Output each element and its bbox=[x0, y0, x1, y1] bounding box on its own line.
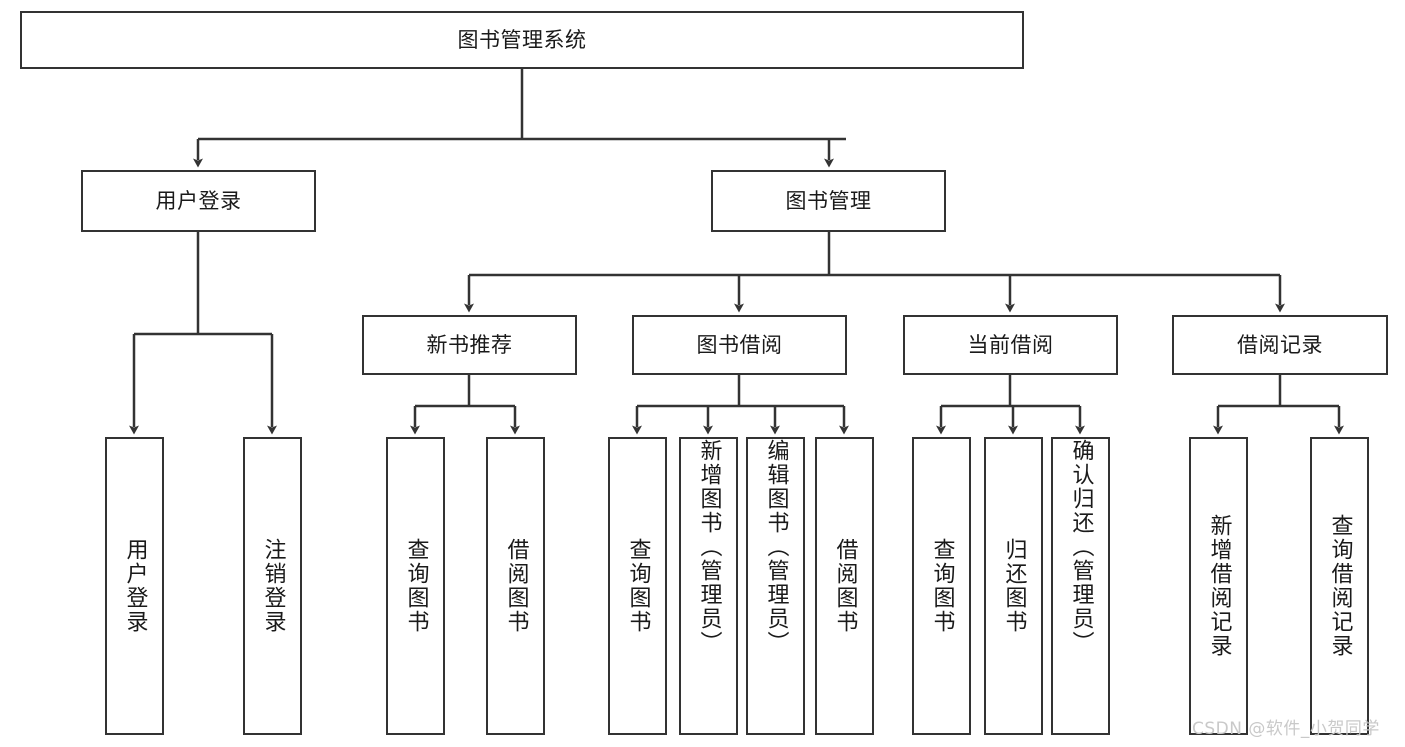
node-borrow-record[interactable]: 借阅记录 bbox=[1172, 315, 1388, 375]
node-new-book-recommend-label: 新书推荐 bbox=[426, 332, 513, 357]
node-user-login[interactable]: 用户登录 bbox=[81, 170, 316, 232]
node-leaf-user-login-label: 用户登录 bbox=[122, 538, 148, 634]
node-leaf-borrow-book-rec-label: 借阅图书 bbox=[503, 538, 529, 634]
node-new-book-recommend[interactable]: 新书推荐 bbox=[362, 315, 577, 375]
node-leaf-query-book-borrow[interactable]: 查询图书 bbox=[608, 437, 667, 735]
node-root[interactable]: 图书管理系统 bbox=[20, 11, 1024, 69]
node-leaf-confirm-return[interactable]: 确认归还（管理员） bbox=[1051, 437, 1110, 735]
node-leaf-confirm-return-label: 确认归还（管理员） bbox=[1068, 439, 1094, 655]
node-current-borrow[interactable]: 当前借阅 bbox=[903, 315, 1118, 375]
node-user-login-label: 用户登录 bbox=[155, 188, 242, 213]
node-leaf-logout[interactable]: 注销登录 bbox=[243, 437, 302, 735]
node-root-label: 图书管理系统 bbox=[457, 27, 587, 52]
node-leaf-add-book[interactable]: 新增图书（管理员） bbox=[679, 437, 738, 735]
node-leaf-query-record[interactable]: 查询借阅记录 bbox=[1310, 437, 1369, 735]
node-leaf-query-record-label: 查询借阅记录 bbox=[1327, 514, 1353, 658]
node-leaf-query-book-borrow-label: 查询图书 bbox=[625, 538, 651, 634]
node-leaf-return-book-label: 归还图书 bbox=[1001, 538, 1027, 634]
node-leaf-edit-book-label: 编辑图书（管理员） bbox=[763, 439, 789, 655]
node-leaf-query-book-current-label: 查询图书 bbox=[929, 538, 955, 634]
node-current-borrow-label: 当前借阅 bbox=[967, 332, 1054, 357]
node-book-management[interactable]: 图书管理 bbox=[711, 170, 946, 232]
node-book-borrow-label: 图书借阅 bbox=[696, 332, 783, 357]
node-leaf-add-record[interactable]: 新增借阅记录 bbox=[1189, 437, 1248, 735]
node-leaf-borrow-book-rec[interactable]: 借阅图书 bbox=[486, 437, 545, 735]
node-book-borrow[interactable]: 图书借阅 bbox=[632, 315, 847, 375]
node-leaf-query-book-rec-label: 查询图书 bbox=[403, 538, 429, 634]
node-leaf-logout-label: 注销登录 bbox=[260, 538, 286, 634]
node-leaf-return-book[interactable]: 归还图书 bbox=[984, 437, 1043, 735]
node-borrow-record-label: 借阅记录 bbox=[1237, 332, 1323, 357]
node-leaf-borrow-book-label: 借阅图书 bbox=[832, 538, 858, 634]
node-leaf-edit-book[interactable]: 编辑图书（管理员） bbox=[746, 437, 805, 735]
node-book-management-label: 图书管理 bbox=[785, 188, 872, 213]
node-leaf-user-login[interactable]: 用户登录 bbox=[105, 437, 164, 735]
node-leaf-add-book-label: 新增图书（管理员） bbox=[696, 439, 722, 655]
node-leaf-query-book-current[interactable]: 查询图书 bbox=[912, 437, 971, 735]
node-leaf-borrow-book[interactable]: 借阅图书 bbox=[815, 437, 874, 735]
node-leaf-query-book-rec[interactable]: 查询图书 bbox=[386, 437, 445, 735]
node-leaf-add-record-label: 新增借阅记录 bbox=[1206, 514, 1232, 658]
